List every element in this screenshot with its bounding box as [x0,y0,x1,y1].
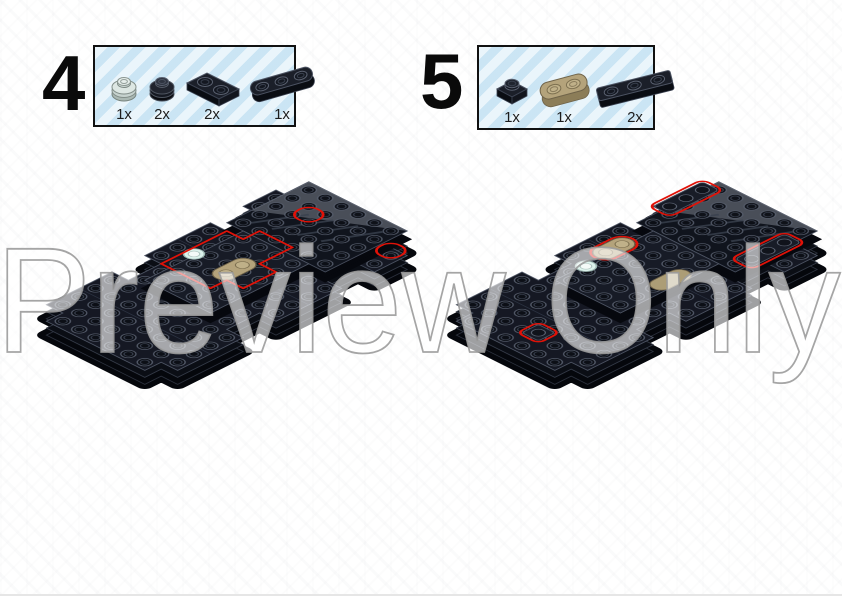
part-qty: 2x [627,109,643,126]
trans-clear-round-plate-piece [574,260,598,272]
part-qty: 1x [116,106,132,123]
chassis-render [16,178,446,393]
part-round-plate-1x1-black: 2x [143,67,181,122]
part-plate-1x2-black: 2x [181,61,243,122]
assembly-diagrams [0,158,842,408]
assembly-diagram-step-5 [424,176,842,392]
part-thumbnail-plate-1x3-black [595,70,675,108]
tan-rounded-plate-piece [592,237,636,260]
part-qty: 2x [154,106,170,123]
assembly-diagram-step-4 [16,178,446,393]
part-plate-1x3-black: 2x [593,66,677,125]
part-qty: 1x [274,106,290,123]
part-thumbnail-plate-1x2-black [185,72,241,107]
red-placement-outlines-step-5 [519,180,804,343]
red-placement-outlines-step-4 [159,206,407,290]
part-qty: 1x [504,109,520,126]
part-qty: 2x [204,106,220,123]
part-plate-1x3-rounded-black: 1x [243,59,321,122]
part-round-plate-1x1-trans-clear: 1x [105,67,143,122]
part-qty: 1x [556,109,572,126]
part-thumbnail-round-plate-black [149,77,175,102]
page-bottom-edge [0,594,842,596]
chassis-render [426,178,842,393]
tan-mudguard-piece [211,257,257,281]
placed-black-plates [522,182,800,341]
part-thumbnail-round-plate-trans-clear [111,77,137,102]
part-thumbnail-plate-1x2-rounded-tan [539,73,590,108]
parts-box-step-5: 1x 1x [477,45,675,130]
parts-box-step-4: 1x 2x 2x [93,45,315,127]
part-thumbnail-plate-1x1-black [495,78,529,105]
part-plate-1x1-black: 1x [489,66,535,125]
tan-mudguard-piece [649,269,692,291]
step-number-5: 5 [420,37,463,125]
part-thumbnail-plate-1x3-rounded-black [249,66,315,103]
step-number-4: 4 [42,39,85,127]
part-plate-1x2-rounded-dark-tan: 1x [535,64,593,125]
